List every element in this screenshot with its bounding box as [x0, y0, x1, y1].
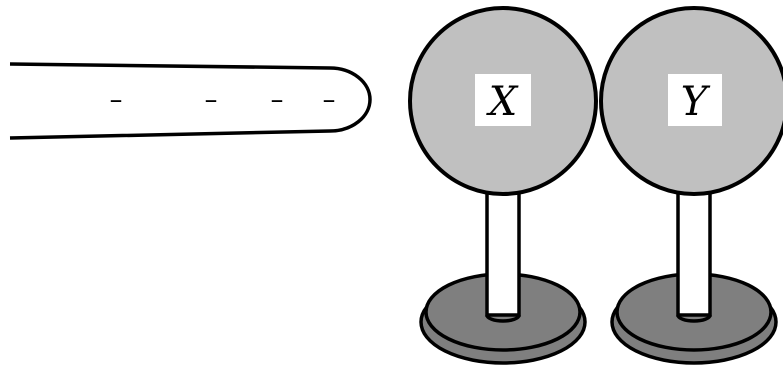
sphere-x-label-box — [475, 74, 531, 126]
charged-rod: – – – – — [9, 62, 372, 140]
sphere-x-label: X — [486, 79, 519, 125]
rod-charge-sign: – — [271, 85, 284, 115]
sphere-x-assembly: X — [408, 6, 598, 365]
rod-charge-sign: – — [323, 85, 336, 115]
rod-charge-sign: – — [110, 85, 123, 115]
sphere-y-assembly: Y — [599, 6, 783, 365]
rod-outline — [9, 62, 372, 140]
sphere-y-stand — [676, 178, 712, 323]
sphere-y-label-box — [668, 74, 722, 126]
sphere-x-stand — [485, 178, 521, 323]
sphere-y-label: Y — [681, 79, 711, 125]
rod-charge-sign: – — [205, 85, 218, 115]
